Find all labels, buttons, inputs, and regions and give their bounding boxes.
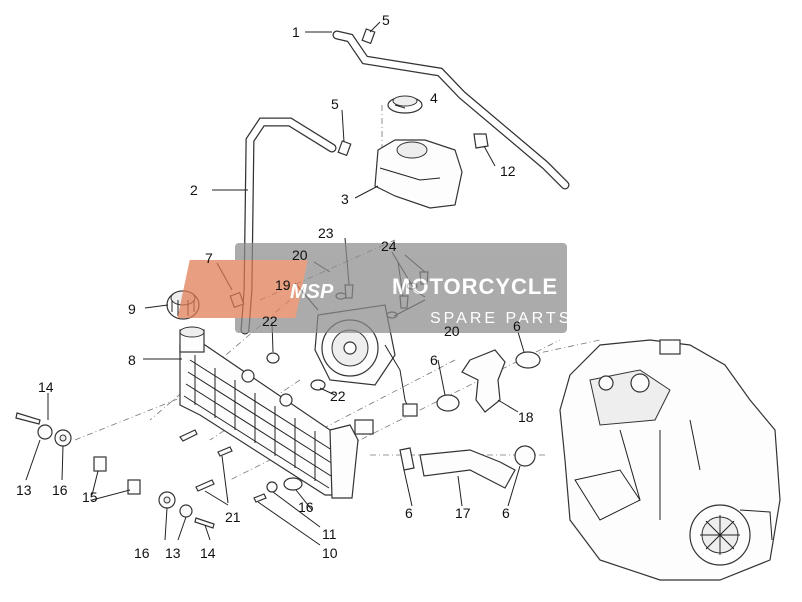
callout-17: 17 (455, 505, 471, 521)
callout-18: 18 (518, 409, 534, 425)
watermark-background (235, 243, 567, 333)
callout-16c: 16 (298, 499, 314, 515)
cooling-fan-part (314, 304, 418, 417)
callout-21: 21 (225, 509, 241, 525)
grommet-16a-part (54, 429, 72, 447)
callout-6b: 6 (430, 352, 438, 368)
callout-5a: 5 (382, 12, 390, 28)
watermark: MSP MOTORCYCLE SPARE PARTS (177, 243, 572, 333)
grommet-22a-part (266, 352, 280, 364)
washer-13b-part (179, 504, 193, 518)
engine-part (559, 339, 781, 581)
expansion-tank-cap-part (387, 95, 423, 114)
callout-24: 24 (381, 238, 397, 254)
grommet-22b-part (310, 379, 326, 391)
clip-15-part (93, 456, 141, 495)
callout-16a: 16 (52, 482, 68, 498)
watermark-brand: MOTORCYCLE (392, 274, 558, 299)
bolt-21-part (179, 429, 233, 492)
callout-10: 10 (322, 545, 338, 561)
washer-11-part (266, 481, 278, 493)
callout-13a: 13 (16, 482, 32, 498)
hose-clip-5b-part (337, 140, 352, 157)
callout-2: 2 (190, 182, 198, 198)
callout-22a: 22 (262, 313, 278, 329)
watermark-tagline: SPARE PARTS (430, 310, 572, 327)
callout-6c: 6 (405, 505, 413, 521)
watermark-logo-box (177, 260, 308, 318)
callout-22b: 22 (330, 388, 346, 404)
coolant-hose-17-part (419, 449, 516, 489)
callout-14a: 14 (38, 379, 54, 395)
radiator-part (179, 326, 374, 499)
callout-13b: 13 (165, 545, 181, 561)
callout-5b: 5 (331, 96, 339, 112)
callout-6a: 6 (513, 318, 521, 334)
callout-15: 15 (82, 489, 98, 505)
grommet-16b-part (158, 491, 176, 509)
screw-10-part (253, 493, 267, 503)
watermark-logo-text: MSP (290, 281, 334, 303)
hose-clip-5a-part (361, 28, 376, 45)
callout-labels: 1 5 4 5 3 2 12 7 9 8 14 13 16 15 16 13 1… (16, 12, 534, 561)
callout-12: 12 (500, 163, 516, 179)
clip-12-part (473, 133, 489, 149)
callout-4: 4 (430, 90, 438, 106)
hose-clamp-6c-part (399, 447, 415, 471)
callout-3: 3 (341, 191, 349, 207)
screw-14a-part (15, 412, 41, 425)
callout-1: 1 (292, 24, 300, 40)
callout-19: 19 (275, 277, 291, 293)
callout-20a: 20 (292, 247, 308, 263)
screw-14b-part (194, 517, 215, 529)
expansion-tank-part (374, 139, 463, 209)
callout-9: 9 (128, 301, 136, 317)
hose-clamp-6a-part (515, 351, 541, 369)
callout-8: 8 (128, 352, 136, 368)
grommet-16c-part (283, 477, 303, 491)
washer-13a-part (37, 424, 53, 440)
coolant-hose-18-part (461, 349, 506, 413)
callout-11: 11 (322, 526, 337, 542)
callout-7: 7 (205, 250, 213, 266)
callout-6d: 6 (502, 505, 510, 521)
hose-clamp-6d-part (514, 445, 536, 467)
callout-16b: 16 (134, 545, 150, 561)
hose-clamp-6b-part (436, 394, 460, 412)
callout-20b: 20 (444, 323, 460, 339)
breather-hose-part (332, 30, 570, 190)
callout-14b: 14 (200, 545, 216, 561)
callout-23: 23 (318, 225, 334, 241)
